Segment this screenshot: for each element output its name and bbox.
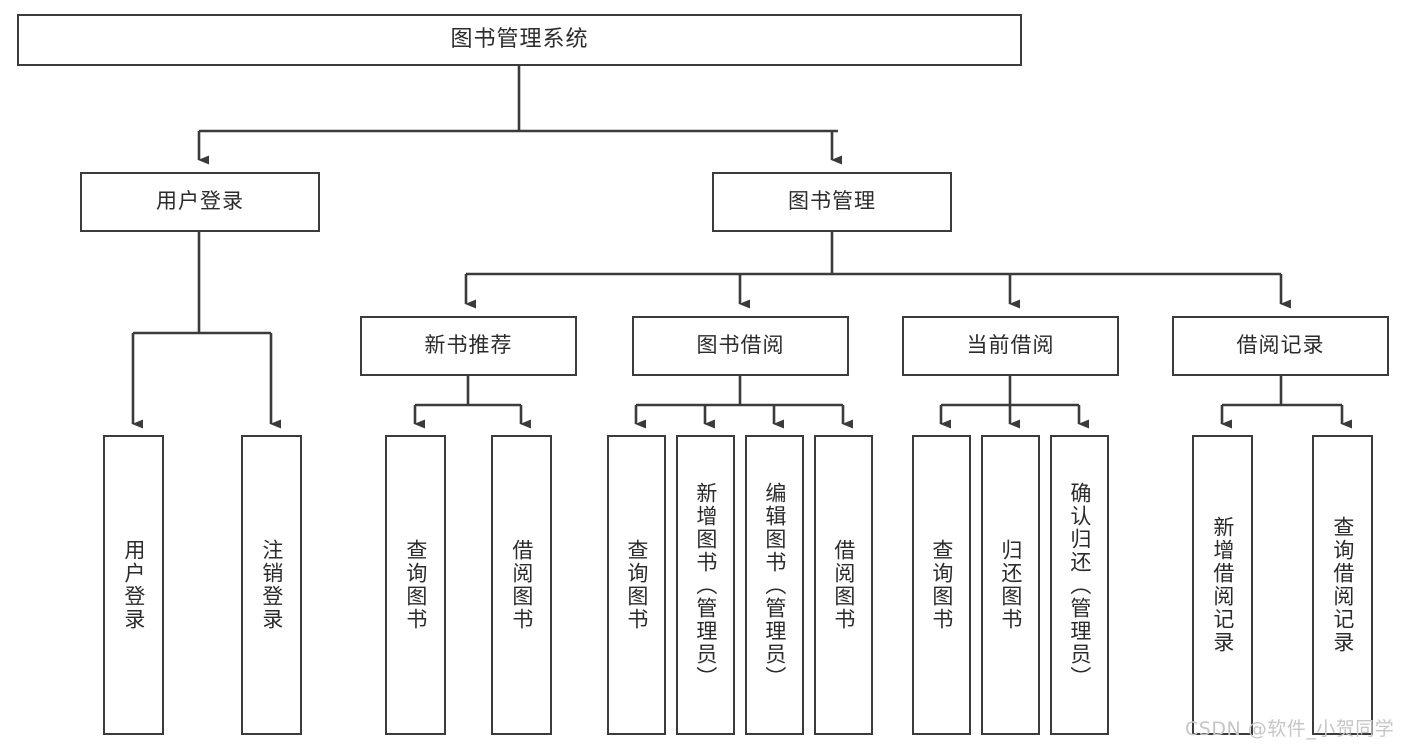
node-label: 借阅图书 <box>509 539 534 631</box>
node-label: 图书借阅 <box>696 333 785 358</box>
node-label: 查询图书 <box>403 539 428 631</box>
node-label: 注销登录 <box>259 539 284 631</box>
node-leaf-query-book-current[interactable]: 查询图书 <box>912 435 971 735</box>
node-label: 查询图书 <box>929 539 954 631</box>
node-label: 新书推荐 <box>424 333 513 358</box>
node-label: 编辑图书（管理员） <box>762 481 787 689</box>
node-leaf-query-book-borrow[interactable]: 查询图书 <box>607 435 666 735</box>
node-leaf-add-book-admin[interactable]: 新增图书（管理员） <box>676 435 735 735</box>
node-label: 查询借阅记录 <box>1330 516 1355 654</box>
node-leaf-logout[interactable]: 注销登录 <box>241 435 302 735</box>
node-new-book-recommend[interactable]: 新书推荐 <box>360 316 577 376</box>
node-label: 查询图书 <box>624 539 649 631</box>
node-leaf-edit-book-admin[interactable]: 编辑图书（管理员） <box>745 435 804 735</box>
node-label: 借阅记录 <box>1236 333 1325 358</box>
node-leaf-user-login[interactable]: 用户登录 <box>103 435 164 735</box>
watermark: CSDN @软件_小贺同学 <box>1185 718 1395 740</box>
node-book-borrow[interactable]: 图书借阅 <box>632 316 849 376</box>
node-book-management[interactable]: 图书管理 <box>712 172 952 232</box>
node-leaf-query-book-recommend[interactable]: 查询图书 <box>385 435 446 735</box>
node-label: 借阅图书 <box>831 539 856 631</box>
node-user-login[interactable]: 用户登录 <box>80 172 320 232</box>
node-label: 归还图书 <box>998 539 1023 631</box>
node-label: 确认归还（管理员） <box>1067 481 1092 689</box>
node-leaf-borrow-book[interactable]: 借阅图书 <box>814 435 873 735</box>
node-borrow-record[interactable]: 借阅记录 <box>1172 316 1389 376</box>
node-leaf-query-borrow-record[interactable]: 查询借阅记录 <box>1312 435 1373 735</box>
node-label: 新增图书（管理员） <box>693 481 718 689</box>
node-label: 用户登录 <box>121 539 146 631</box>
node-root-book-management-system[interactable]: 图书管理系统 <box>17 14 1022 66</box>
node-leaf-add-borrow-record[interactable]: 新增借阅记录 <box>1192 435 1253 735</box>
node-label: 图书管理 <box>788 189 876 214</box>
node-leaf-confirm-return-admin[interactable]: 确认归还（管理员） <box>1050 435 1109 735</box>
node-leaf-return-book[interactable]: 归还图书 <box>981 435 1040 735</box>
node-label: 新增借阅记录 <box>1210 516 1235 654</box>
node-label: 用户登录 <box>156 189 244 214</box>
node-current-borrow[interactable]: 当前借阅 <box>902 316 1119 376</box>
node-label: 当前借阅 <box>966 333 1055 358</box>
node-label: 图书管理系统 <box>450 26 589 52</box>
node-leaf-borrow-book-recommend[interactable]: 借阅图书 <box>491 435 552 735</box>
